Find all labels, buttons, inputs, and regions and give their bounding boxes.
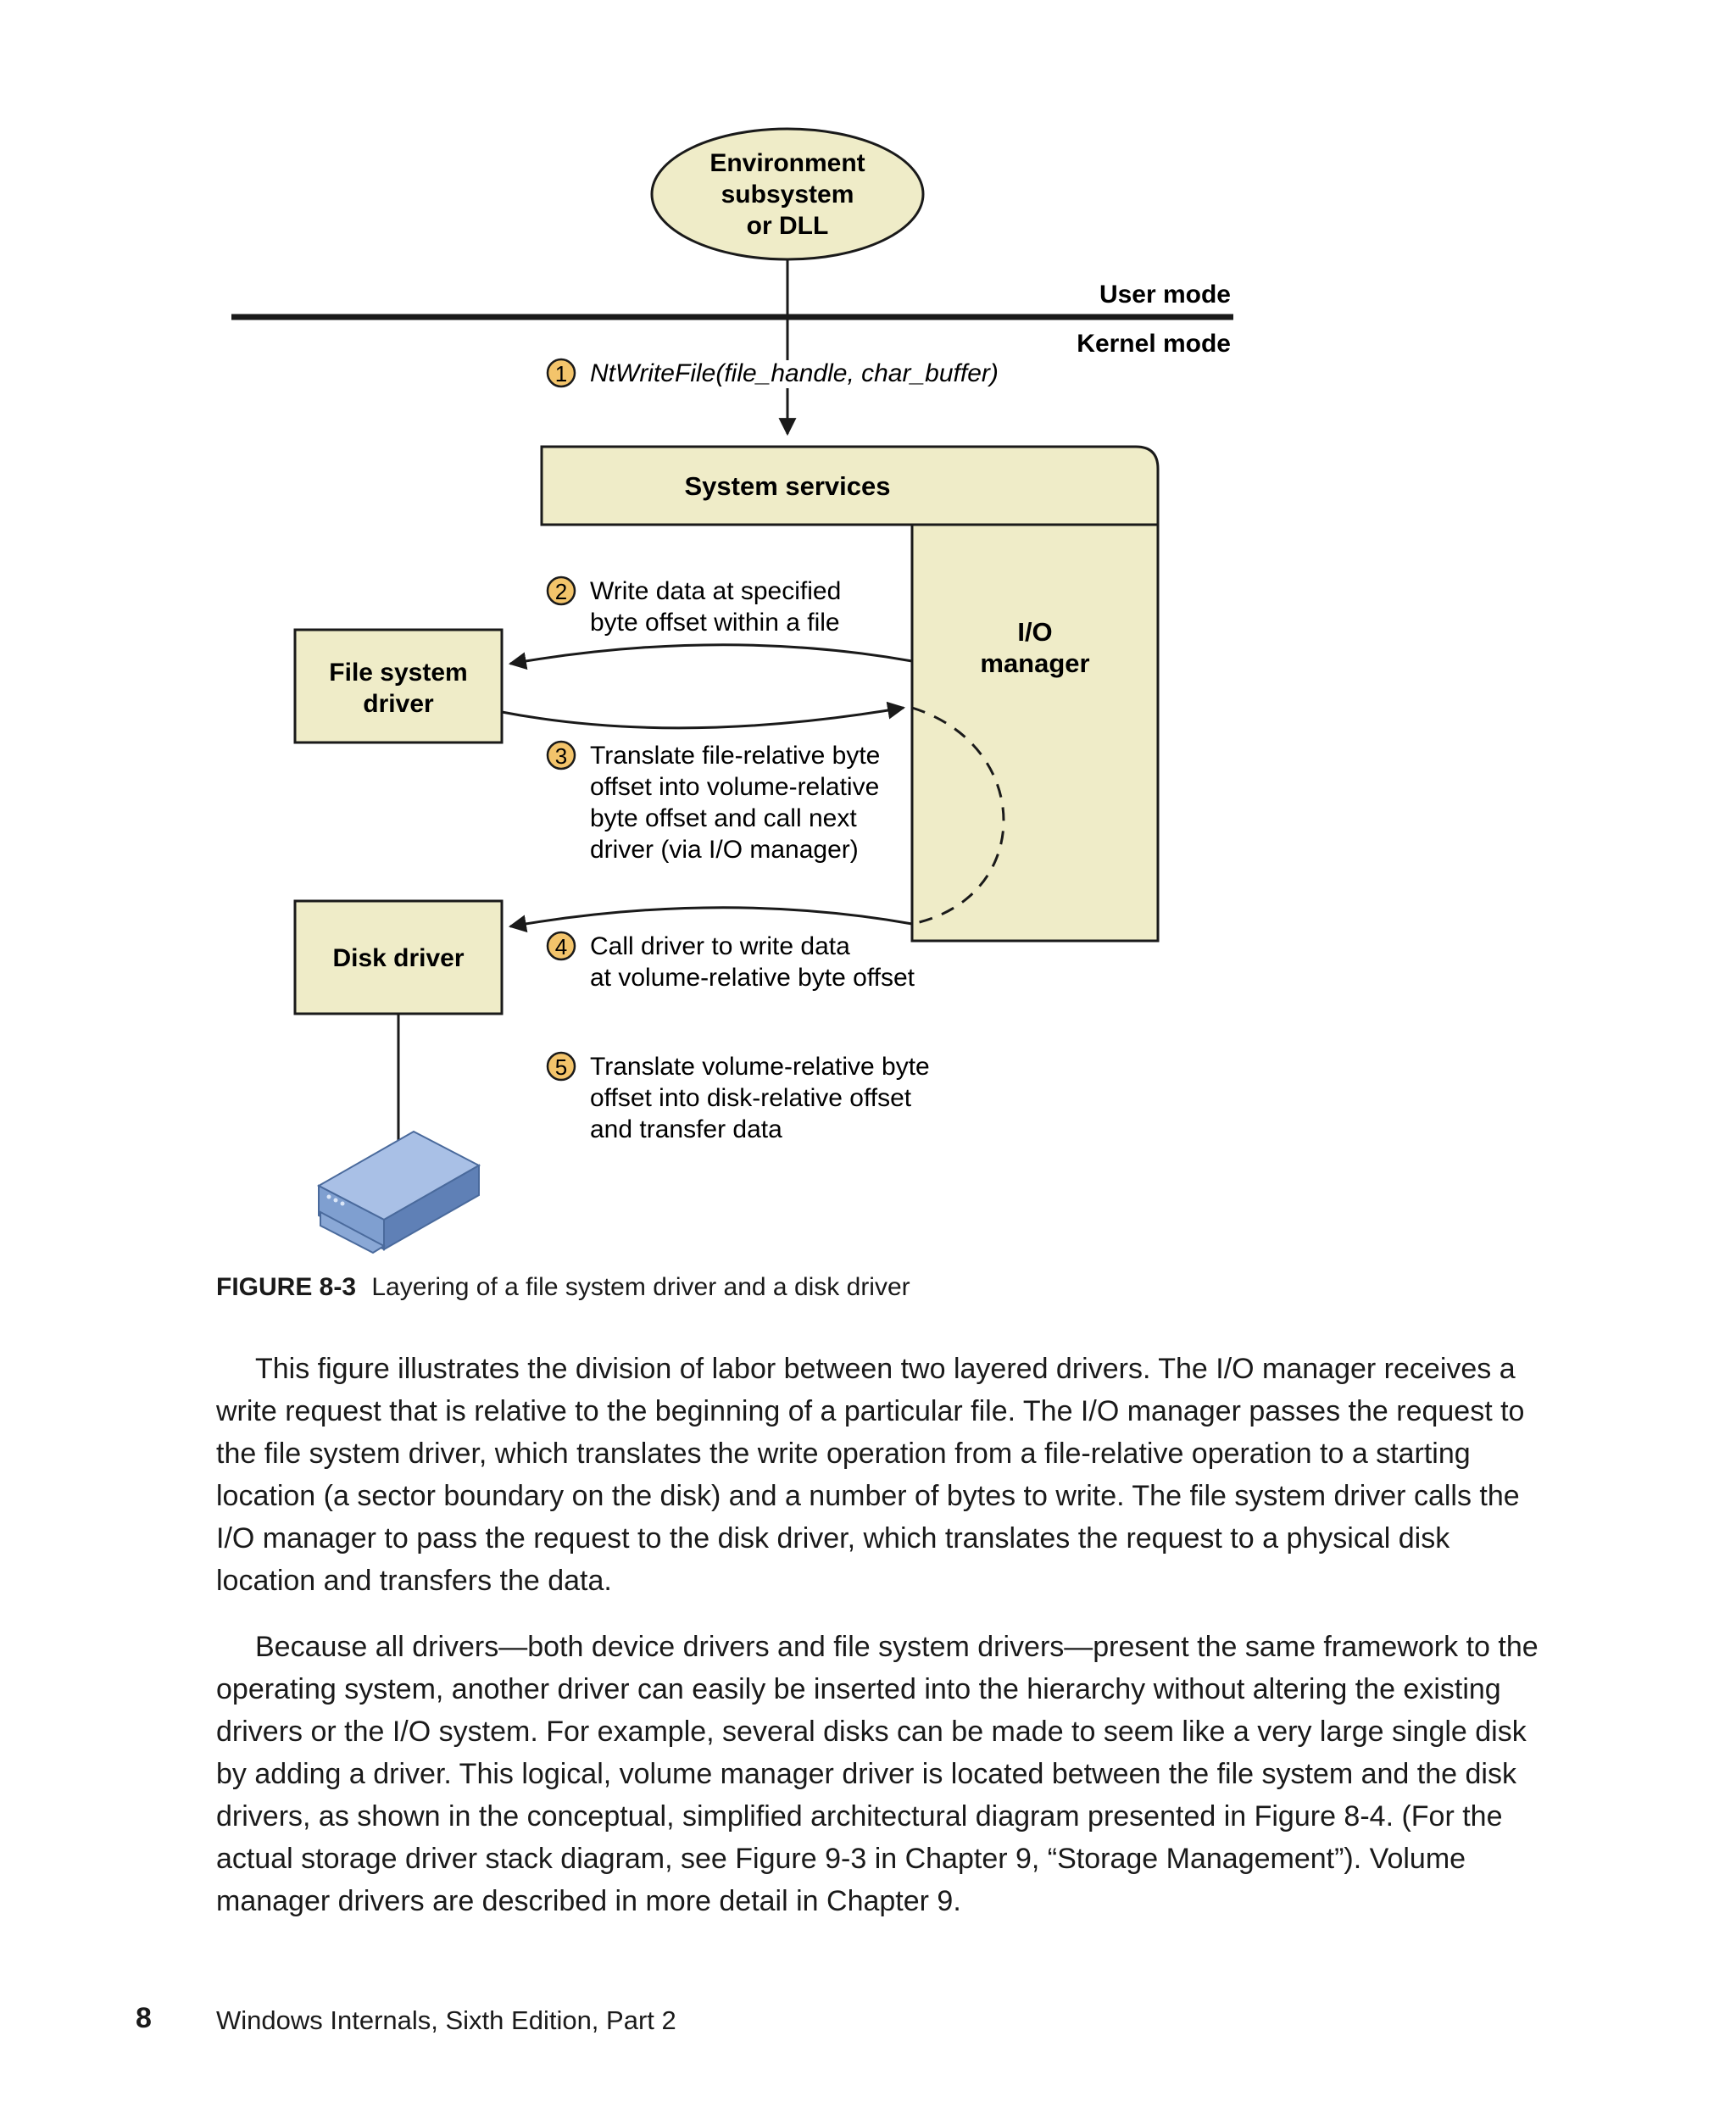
step-5-line-2: offset into disk-relative offset (590, 1084, 912, 1112)
step-2-line-1: Write data at specified (590, 577, 841, 605)
user-mode-label: User mode (1099, 281, 1231, 309)
file-system-driver-line-1: File system (329, 659, 467, 687)
system-services-label: System services (684, 471, 890, 501)
io-manager-block: System services I/O manager (540, 445, 1160, 943)
step-number: 2 (555, 579, 567, 604)
step-4-line-1: Call driver to write data (590, 932, 850, 960)
step-number: 3 (555, 743, 567, 769)
file-system-to-io-arrow (501, 701, 906, 730)
figure-caption-text: Layering of a file system driver and a d… (371, 1273, 910, 1301)
io-manager-dashed-pass (911, 706, 1005, 926)
page-number: 8 (136, 2002, 152, 2034)
io-to-disk-driver-arrow (508, 906, 913, 933)
body-paragraph: Because all drivers—both device drivers … (216, 1631, 1538, 1917)
step-number: 5 (555, 1054, 567, 1080)
environment-node-line-3: or DLL (747, 212, 829, 240)
step-number: 1 (555, 361, 567, 387)
step-marker (546, 576, 576, 606)
step-3-line-4: driver (via I/O manager) (590, 836, 859, 864)
figure-caption: FIGURE 8-3 Layering of a file system dri… (216, 1273, 910, 1302)
file-system-driver-node: File system driver (293, 628, 504, 744)
step-1: 1 NtWriteFile(file_handle, char_buffer) (546, 358, 999, 388)
io-manager-label-line-2: manager (980, 648, 1089, 678)
step-5: 5 Translate volume-relative byte offset … (546, 1051, 930, 1143)
step-2-line-2: byte offset within a file (590, 609, 840, 637)
hard-disk-icon (316, 1130, 481, 1254)
io-manager-label-line-1: I/O (1017, 617, 1052, 647)
step-marker (546, 358, 576, 388)
step-2: 2 Write data at specified byte offset wi… (546, 576, 841, 637)
step-1-text: NtWriteFile(file_handle, char_buffer) (590, 359, 999, 387)
disk-driver-node: Disk driver (293, 899, 504, 1015)
figure-label: FIGURE 8-3 (216, 1273, 357, 1301)
environment-subsystem-node: Environment subsystem or DLL (650, 127, 925, 261)
step-5-line-3: and transfer data (590, 1115, 782, 1143)
step-3: 3 Translate file-relative byte offset in… (546, 740, 880, 864)
step-marker (546, 931, 576, 961)
step-4: 4 Call driver to write data at volume-re… (546, 931, 915, 992)
kernel-mode-label: Kernel mode (1077, 330, 1231, 358)
step-3-line-2: offset into volume-relative (590, 773, 879, 801)
step-4-line-2: at volume-relative byte offset (590, 964, 915, 992)
step-5-line-1: Translate volume-relative byte (590, 1053, 930, 1081)
disk-driver-label: Disk driver (332, 944, 464, 972)
step-marker (546, 1051, 576, 1082)
environment-node-line-2: subsystem (721, 181, 854, 209)
body-paragraph: This figure illustrates the division of … (216, 1353, 1525, 1597)
step-3-line-1: Translate file-relative byte (590, 742, 880, 770)
environment-node-line-1: Environment (709, 149, 865, 177)
step-3-line-3: byte offset and call next (590, 804, 857, 832)
io-layering-diagram: Environment subsystem or DLL User mode K… (231, 127, 1233, 1254)
running-footer-title: Windows Internals, Sixth Edition, Part 2 (216, 2005, 676, 2035)
file-system-driver-line-2: driver (363, 690, 434, 718)
step-marker (546, 740, 576, 770)
step-number: 4 (555, 934, 567, 959)
io-to-file-system-arrow (508, 643, 913, 670)
